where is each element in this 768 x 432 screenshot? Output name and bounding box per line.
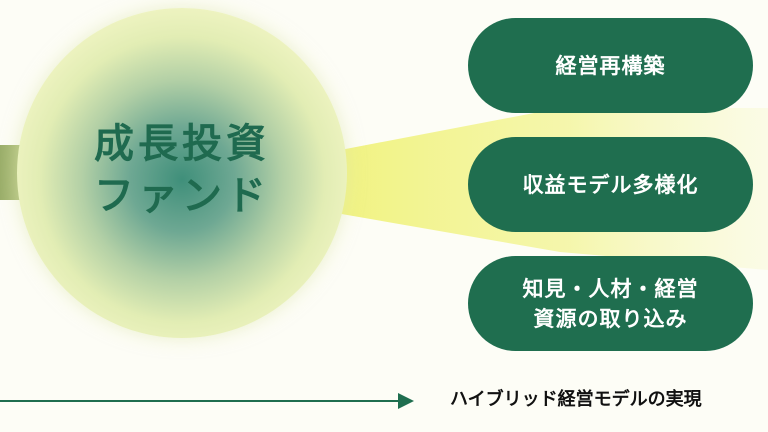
outcome-label: 収益モデル多様化: [522, 172, 699, 197]
outcome-revenue-diversification: 収益モデル多様化: [468, 137, 753, 232]
outcome-label: 経営再構築: [555, 53, 666, 78]
outcome-knowledge-talent-resources: 知見・人材・経営 資源の取り込み: [468, 256, 753, 351]
growth-fund-title-line2: ファンド: [94, 173, 270, 219]
outcome-label-line2: 資源の取り込み: [533, 306, 688, 331]
timeline-arrow-shaft: [0, 400, 400, 402]
timeline-arrow-head-icon: [398, 393, 414, 409]
outcome-label-line1: 知見・人材・経営: [522, 276, 699, 301]
outcome-management-restructuring: 経営再構築: [468, 18, 753, 113]
growth-fund-circle: [17, 8, 347, 338]
timeline-label: ハイブリッド経営モデルの実現: [450, 389, 702, 410]
growth-fund-title-line1: 成長投資: [94, 121, 270, 167]
growth-fund-title: 成長投資 ファンド: [17, 118, 347, 222]
